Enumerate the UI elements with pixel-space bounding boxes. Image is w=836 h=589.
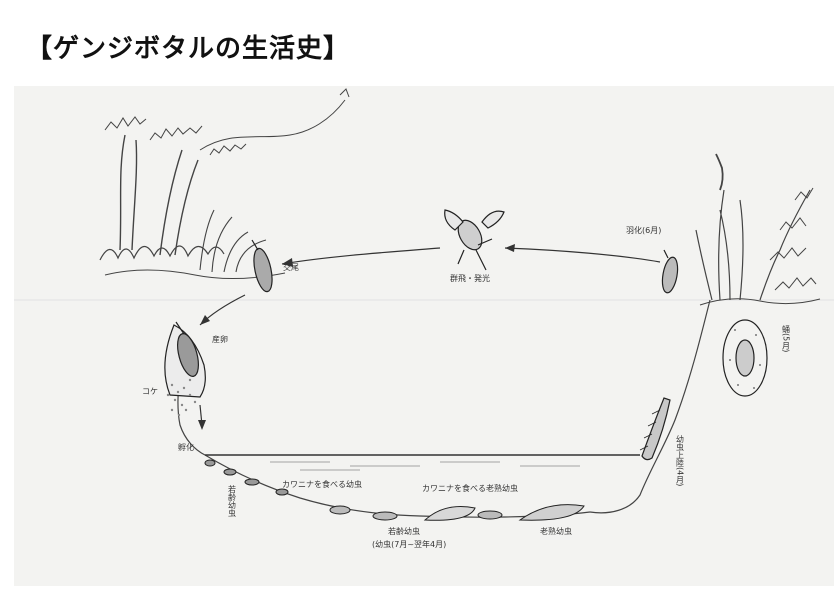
label-larva-period: (幼虫(7月~翌年4月) — [372, 539, 446, 549]
label-moss: コケ — [142, 387, 158, 396]
emerged-firefly-icon — [661, 249, 679, 294]
pupa-icon — [722, 319, 768, 397]
mating-firefly-icon — [251, 239, 273, 293]
label-egg-laying: 産卵 — [212, 334, 228, 344]
label-mating: 交尾 — [283, 262, 299, 272]
label-pupa: 蛹(5月) — [782, 324, 791, 352]
water-ripples — [270, 461, 580, 471]
label-landing: 幼虫上陸(4月) — [676, 434, 685, 486]
label-emergence: 羽化(6月) — [626, 225, 661, 235]
right-vegetation — [695, 153, 821, 306]
diagram-paper — [14, 86, 834, 586]
left-vegetation — [99, 88, 350, 280]
label-mature-larva: 老熟幼虫 — [540, 526, 572, 536]
right-bank — [589, 299, 711, 514]
diagram-title: 【ゲンジボタルの生活史】 — [26, 34, 351, 64]
label-larva-eating-snails-grown: カワニナを食べる老熟幼虫 — [422, 483, 518, 493]
flight-arrows — [198, 244, 661, 430]
label-larva-eating-snails: カワニナを食べる幼虫 — [282, 479, 362, 489]
label-larva-stage: 若齢幼虫 — [388, 526, 420, 536]
larvae-group — [204, 459, 585, 521]
landing-larva-icon — [639, 397, 671, 461]
moss-patch — [166, 378, 197, 417]
flying-firefly-icon — [444, 209, 505, 271]
stream-bed — [177, 344, 591, 518]
label-flight: 群飛・発光 — [450, 273, 490, 283]
egg-laying-firefly-icon — [164, 321, 206, 398]
label-hatching: 孵化 — [178, 442, 194, 452]
label-young-larva: 若齢幼虫 — [228, 484, 237, 518]
